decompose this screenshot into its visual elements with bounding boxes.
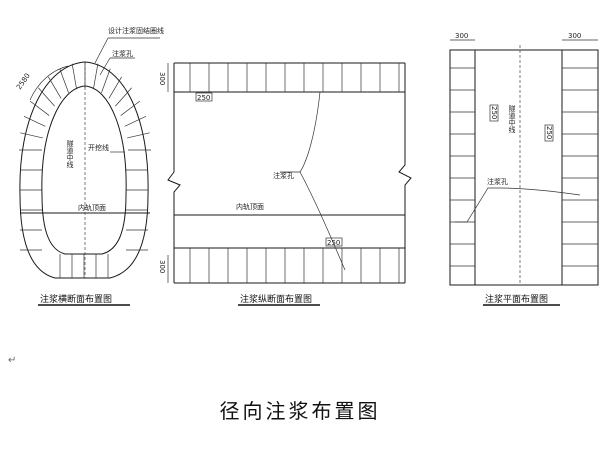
arc-dimension-label: 2580	[15, 72, 32, 91]
segment-line	[93, 63, 99, 90]
dim-250-plan-2: 250	[545, 126, 553, 139]
cross-section-caption: 注浆横断面布置图	[40, 293, 112, 305]
excavation-line-label: 开挖线	[88, 143, 109, 152]
dim-300-plan-right: 300	[568, 32, 581, 40]
segment-line	[120, 100, 141, 116]
segment-line	[29, 100, 50, 116]
paragraph-mark: ↵	[8, 355, 17, 366]
grout-hole-label-3: 注浆孔	[487, 177, 508, 186]
longitudinal-drawing: 300 300 250 250 注浆孔 内轨顶面 注浆纵断面布置图	[158, 62, 412, 306]
plan-caption: 注浆平面布置图	[485, 293, 548, 305]
dim-300-long-bottom: 300	[158, 260, 166, 273]
longitudinal-caption: 注浆纵断面布置图	[240, 293, 312, 305]
grout-hole-label-1: 注浆孔	[112, 49, 133, 58]
rail-top-label-1: 内轨顶面	[78, 203, 106, 212]
segment-line	[20, 132, 43, 139]
segment-line	[38, 87, 55, 107]
design-contour-label: 设计注浆固结圈线	[108, 26, 164, 35]
dim-250-long-bottom: 250	[327, 239, 340, 247]
plan-drawing: 300 300 250 250 隧道中线 注浆孔 注浆平面布置图	[449, 32, 599, 306]
dim-300-long-top: 300	[158, 72, 166, 85]
rail-top-label-2: 内轨顶面	[236, 202, 264, 211]
segment-line	[124, 116, 147, 127]
tunnel-center-label-2: 隧道中线	[508, 104, 516, 133]
grout-hole-label-2: 注浆孔	[273, 171, 294, 180]
segment-line	[101, 68, 111, 93]
segment-line	[71, 63, 77, 90]
cross-section-drawing: 设计注浆固结圈线 注浆孔 开挖线 内轨顶面 2580 隧道中线 注浆横断面布置图	[15, 26, 164, 306]
tunnel-center-label-1: 隧道中线	[66, 139, 74, 168]
segment-line	[115, 87, 132, 107]
figure-title: 径向注浆布置图	[219, 399, 381, 423]
dim-250-long-top: 250	[197, 94, 210, 102]
segment-line	[23, 116, 46, 127]
dim-300-plan-left: 300	[455, 32, 468, 40]
dim-250-plan-1: 250	[490, 106, 498, 119]
segment-line	[48, 76, 62, 99]
segment-line	[127, 132, 150, 139]
segment-line	[59, 68, 69, 93]
segment-line	[108, 76, 122, 99]
